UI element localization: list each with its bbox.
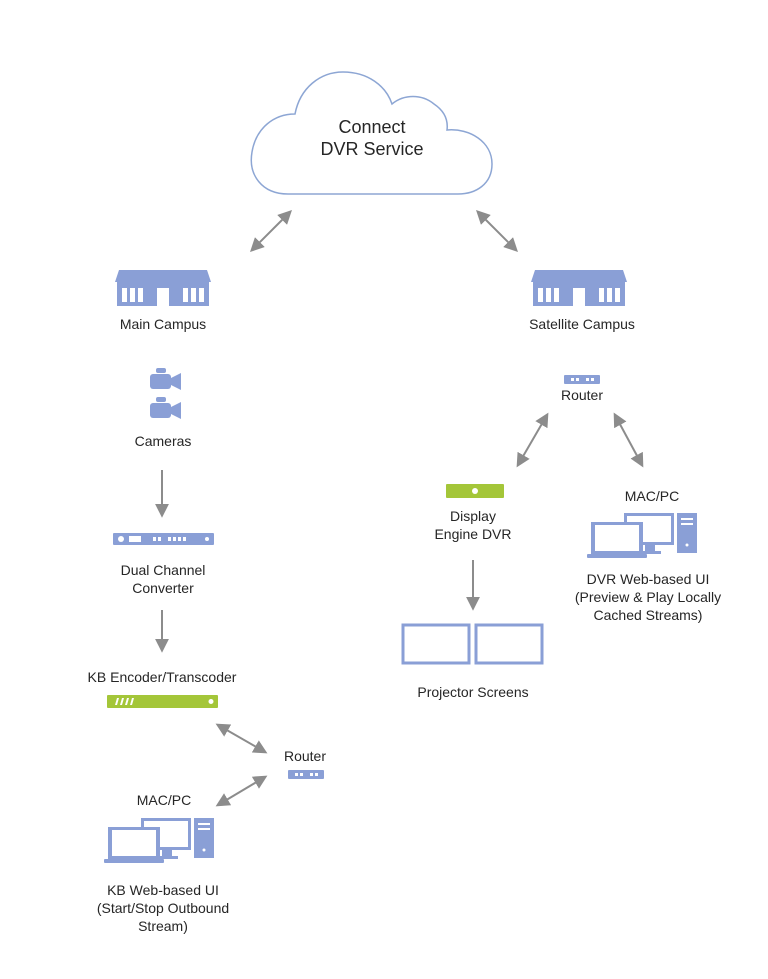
display-engine-label: Display Engine DVR: [413, 507, 533, 543]
dvr-web-ui-line2: (Preview & Play Locally: [574, 589, 722, 605]
kb-web-ui-line3: Stream): [138, 918, 188, 934]
converter-label: Dual Channel Converter: [83, 561, 243, 597]
cloud-icon: [250, 71, 493, 195]
converter-label-line1: Dual Channel: [120, 562, 206, 578]
converter-label-line2: Converter: [132, 580, 194, 596]
display-engine-line1: Display: [450, 508, 496, 524]
dvr-web-ui-label: DVR Web-based UI (Preview & Play Locally…: [548, 570, 748, 624]
kb-web-ui-line2: (Start/Stop Outbound: [96, 900, 230, 916]
main-macpc-label: MAC/PC: [136, 792, 192, 808]
computer-icon: [104, 818, 214, 863]
encoder-icon: [107, 695, 218, 708]
arrow-router-sat-macpc: [613, 412, 644, 468]
dvr-web-ui-line1: DVR Web-based UI: [586, 571, 710, 587]
cloud-title: Connect DVR Service: [292, 116, 452, 160]
arrow-router-macpc: [215, 775, 268, 807]
satellite-campus-label: Satellite Campus: [529, 316, 635, 332]
computer-icon: [587, 513, 697, 558]
dvr-web-ui-line3: Cached Streams): [593, 607, 703, 623]
display-engine-line2: Engine DVR: [434, 526, 512, 542]
cloud-title-line1: Connect: [338, 117, 406, 137]
cameras-label: Cameras: [134, 433, 192, 449]
building-icon: [531, 270, 627, 306]
arrow-router-display: [516, 412, 549, 468]
satellite-macpc-label: MAC/PC: [624, 488, 680, 504]
encoder-label: KB Encoder/Transcoder: [87, 669, 237, 685]
kb-web-ui-line1: KB Web-based UI: [107, 882, 219, 898]
main-campus-label: Main Campus: [119, 316, 207, 332]
projector-screen-icon: [401, 623, 544, 665]
building-icon: [115, 270, 211, 306]
satellite-router-label: Router: [560, 387, 604, 403]
arrow-cloud-satellite: [476, 210, 518, 252]
encoder-icon: [446, 484, 504, 498]
rack-device-icon: [113, 533, 214, 545]
arrow-cloud-main: [250, 210, 292, 252]
router-icon: [564, 375, 600, 384]
projector-screens-label: Projector Screens: [417, 684, 529, 700]
kb-web-ui-label: KB Web-based UI (Start/Stop Outbound Str…: [63, 881, 263, 935]
cloud-title-line2: DVR Service: [320, 139, 424, 159]
camera-icon: [150, 397, 181, 419]
camera-icon: [150, 368, 181, 390]
router-icon: [288, 770, 324, 779]
arrow-encoder-router: [215, 723, 268, 754]
main-router-label: Router: [283, 748, 327, 764]
